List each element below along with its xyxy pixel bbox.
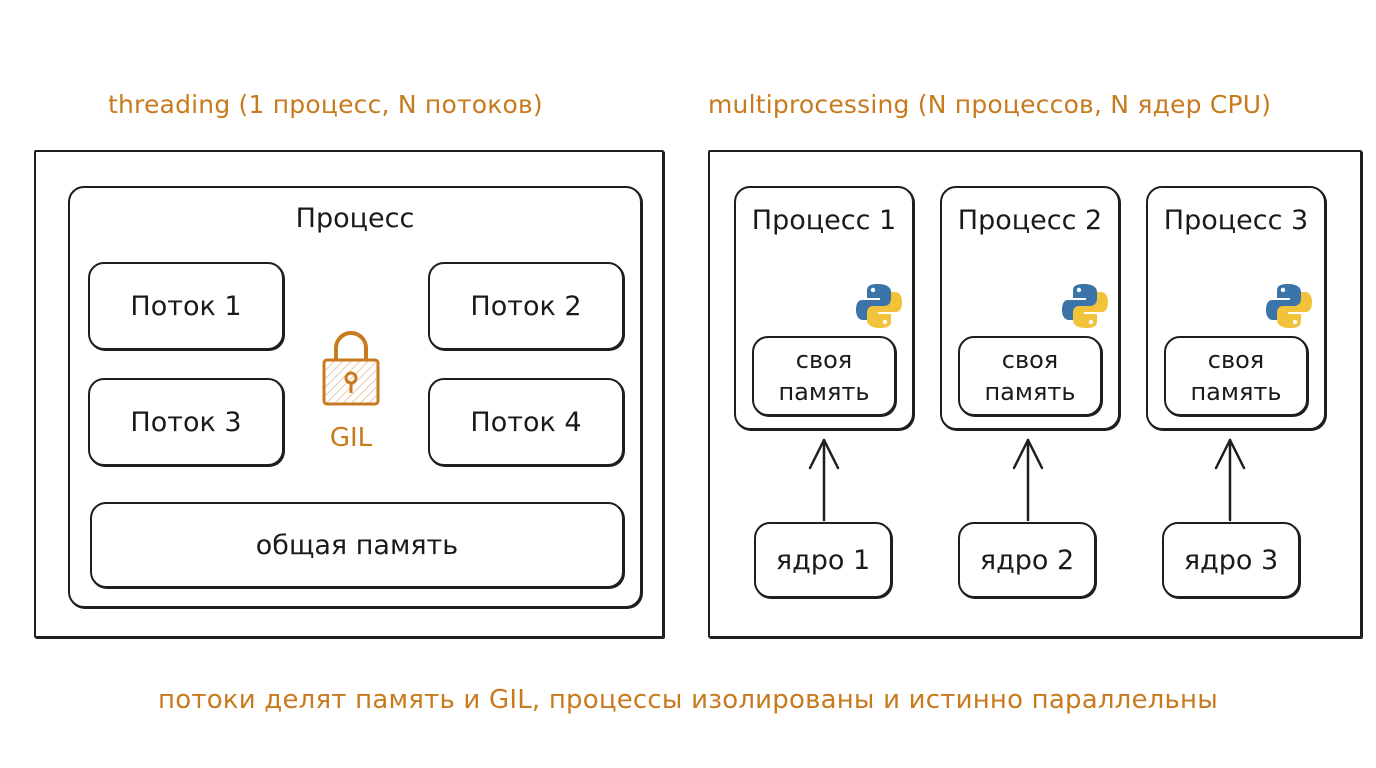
python-logo-icon [1062,284,1108,328]
lock-icon [322,331,380,406]
process-label-1: Процесс 1 [751,204,897,236]
multiprocessing-heading: multiprocessing (N процессов, N ядер CPU… [708,90,1272,119]
thread-box-1: Поток 1 [88,262,284,350]
threading-heading: threading (1 процесс, N потоков) [108,90,543,119]
own-memory-box-1: своя память [752,336,896,416]
process-label-2: Процесс 2 [957,204,1103,236]
process-label-3: Процесс 3 [1163,204,1309,236]
core-box-1: ядро 1 [754,522,892,598]
python-logo-icon [856,284,902,328]
threading-panel [34,150,664,638]
python-logo-icon [1266,284,1312,328]
own-memory-box-3: своя память [1164,336,1308,416]
process-label: Процесс [295,202,415,234]
core-box-3: ядро 3 [1162,522,1300,598]
multiprocessing-panel [708,150,1362,638]
thread-box-4: Поток 4 [428,378,624,466]
thread-box-3: Поток 3 [88,378,284,466]
footer-caption: потоки делят память и GIL, процессы изол… [158,685,1218,715]
shared-memory-box: общая память [90,502,624,588]
core-box-2: ядро 2 [958,522,1096,598]
gil-label: GIL [329,423,373,453]
thread-box-2: Поток 2 [428,262,624,350]
own-memory-box-2: своя память [958,336,1102,416]
